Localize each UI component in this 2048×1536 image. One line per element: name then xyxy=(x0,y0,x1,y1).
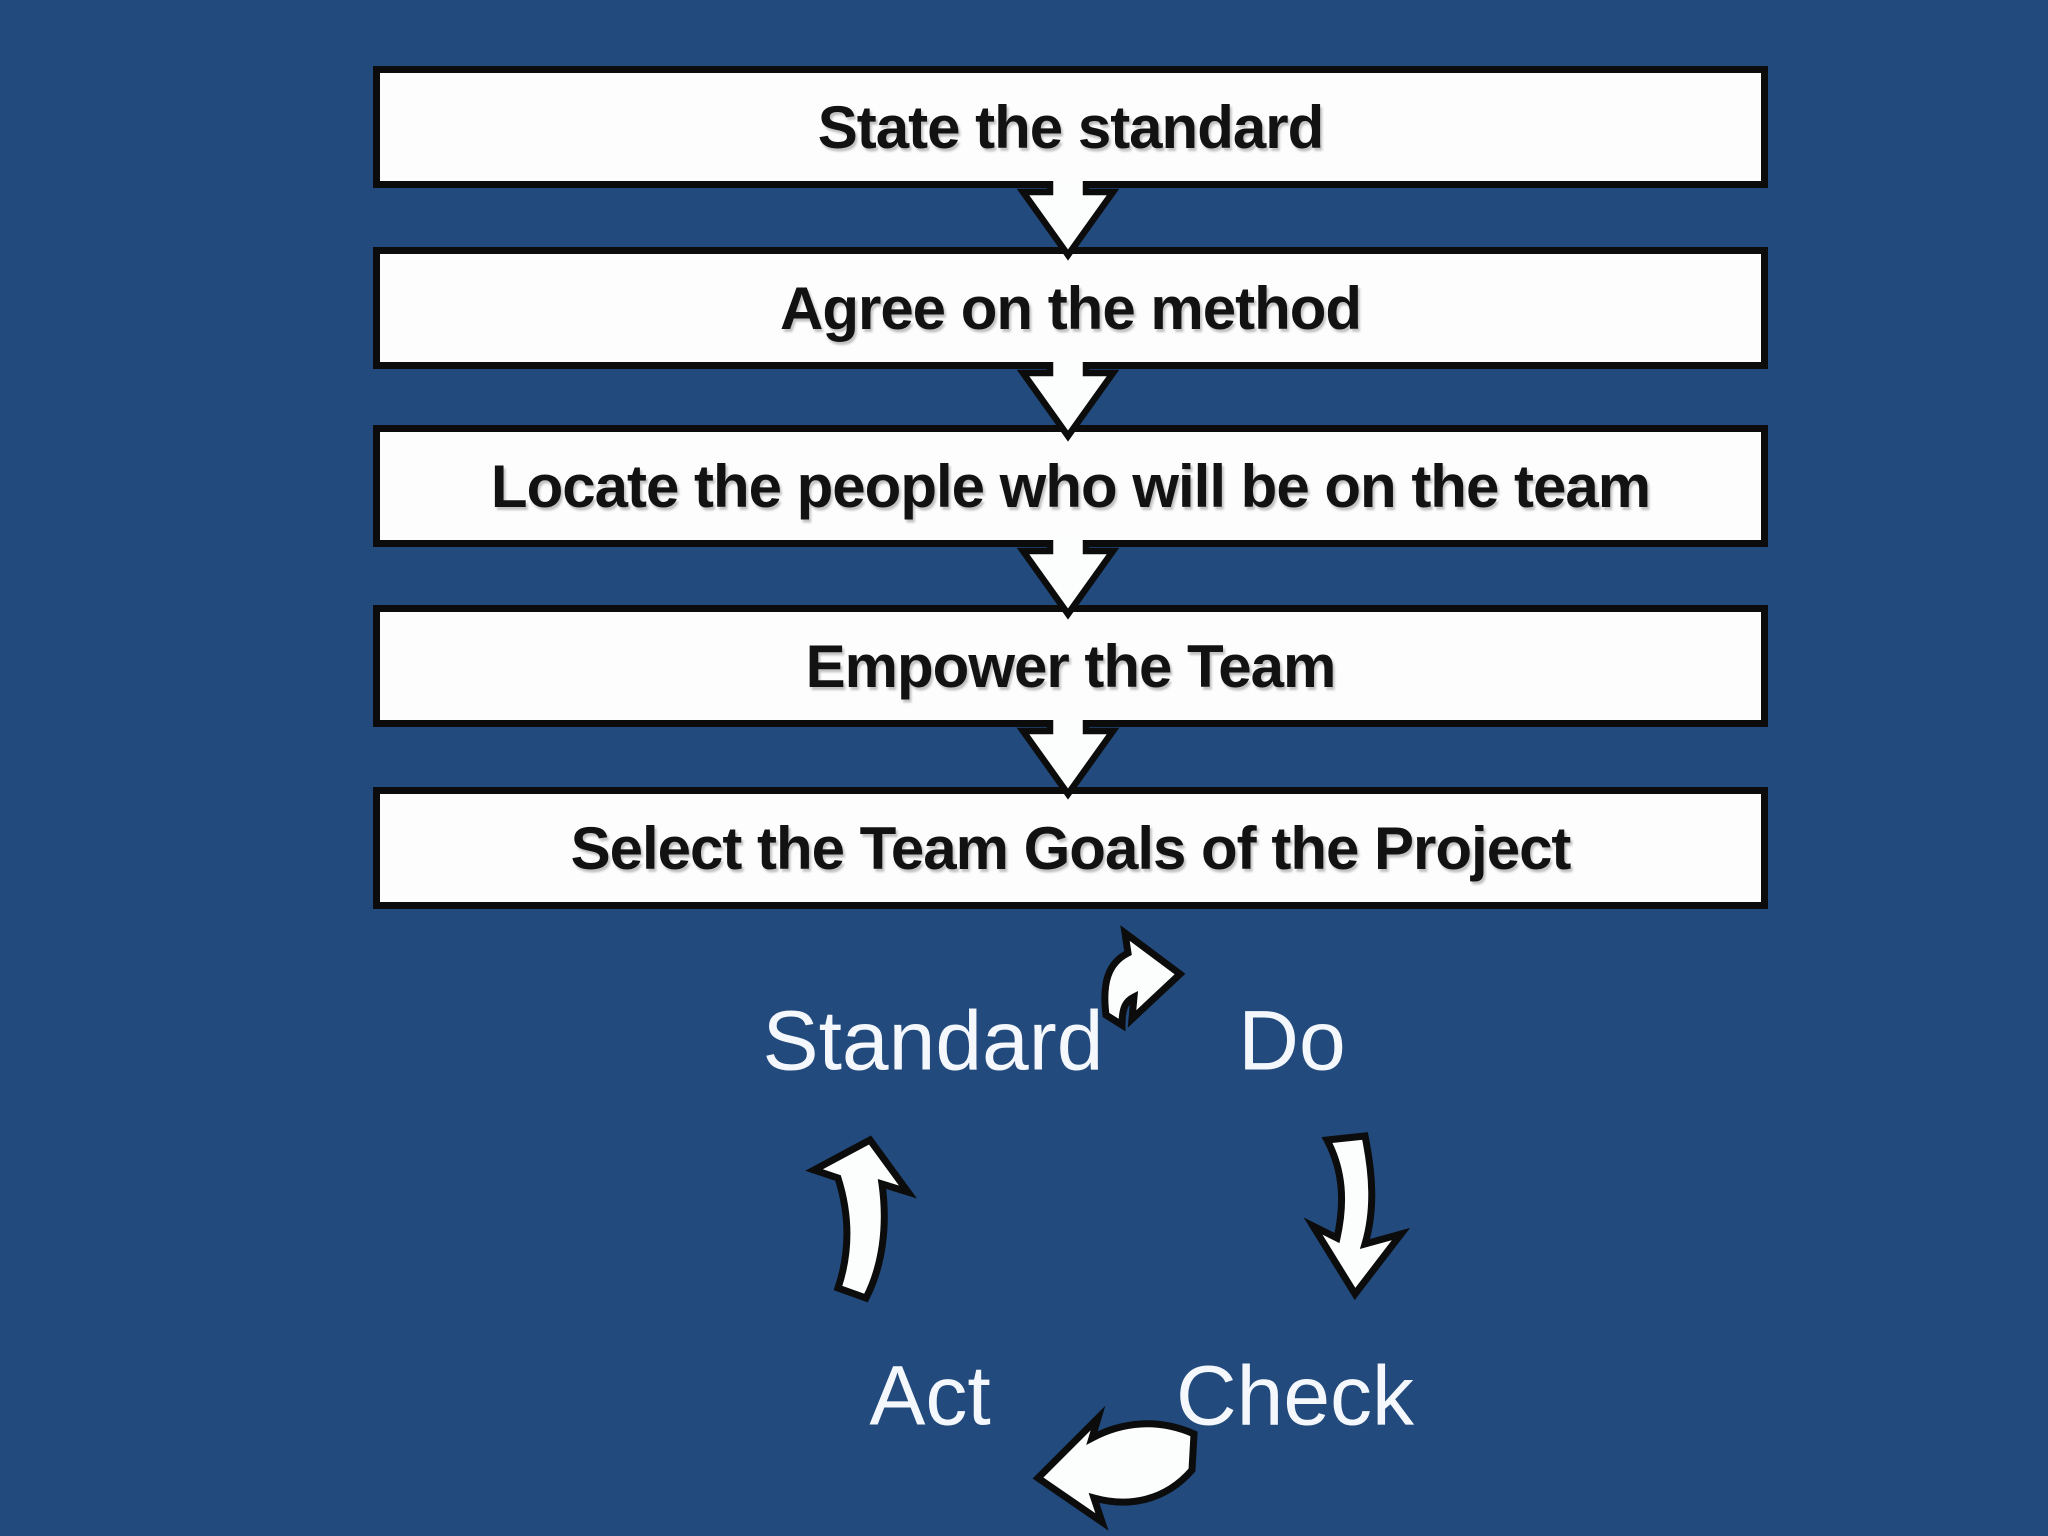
cycle-arrow-up-icon xyxy=(805,1135,918,1303)
cycle-label-standard: Standard xyxy=(762,993,1104,1088)
cycle-label-check: Check xyxy=(1175,1348,1415,1443)
flow-step-box-2: Agree on the method xyxy=(373,247,1768,369)
flow-step-label-2: Agree on the method xyxy=(779,274,1362,342)
down-arrow-icon xyxy=(1016,181,1120,261)
flow-step-label-5: Select the Team Goals of the Project xyxy=(570,814,1572,882)
flow-step-box-1: State the standard xyxy=(373,66,1768,188)
cycle-arrow-right-icon xyxy=(1101,925,1186,1032)
cycle-arrow-left-icon xyxy=(1032,1405,1198,1531)
flow-step-label-3: Locate the people who will be on the tea… xyxy=(490,452,1651,520)
down-arrow-icon xyxy=(1016,540,1120,620)
flow-step-label-1: State the standard xyxy=(817,93,1324,161)
cycle-label-act: Act xyxy=(869,1348,991,1443)
flow-step-box-4: Empower the Team xyxy=(373,605,1768,727)
cycle-arrow-down-icon xyxy=(1303,1132,1411,1301)
flow-step-box-5: Select the Team Goals of the Project xyxy=(373,787,1768,909)
cycle-label-do: Do xyxy=(1238,993,1346,1088)
down-arrow-icon xyxy=(1016,362,1120,442)
down-arrow-icon xyxy=(1016,720,1120,800)
flow-step-label-4: Empower the Team xyxy=(805,632,1337,700)
flow-step-box-3: Locate the people who will be on the tea… xyxy=(373,425,1768,547)
